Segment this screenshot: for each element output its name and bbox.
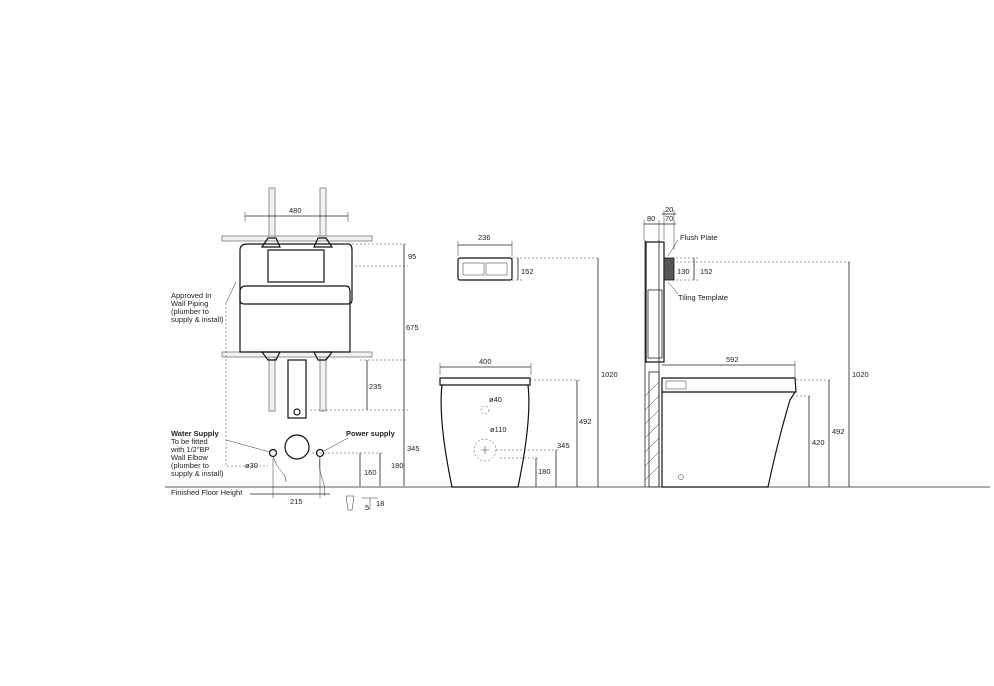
tiling-template-label: Tiling Template	[678, 293, 728, 302]
dim-180: 180	[391, 461, 404, 470]
piping-note-line-1: Approved In	[171, 291, 211, 300]
dim-215: 215	[290, 497, 303, 506]
dim-20: 20	[665, 205, 673, 214]
dim-95: 95	[408, 252, 416, 261]
dim-80: 80	[647, 214, 655, 223]
dim-width-480: 480	[289, 206, 302, 215]
dim-pan-width: 400	[479, 357, 492, 366]
water-note-line-2: with 1/2"BP	[170, 445, 210, 454]
dim-plate-width: 236	[478, 233, 491, 242]
dim-5: 5	[365, 503, 369, 512]
dim-420: 420	[812, 438, 825, 447]
water-supply-title: Water Supply	[171, 429, 219, 438]
dim-235: 235	[369, 382, 382, 391]
cistern-front-view: 480 95 675 235 345 180 160 215 18 5 ø30 …	[165, 187, 990, 512]
dim-345-front: 345	[557, 441, 570, 450]
dim-180-front: 180	[538, 467, 551, 476]
dim-492-side: 492	[832, 427, 845, 436]
side-view: 20 80 70 130 152 592 420 492 1020 Flush …	[643, 205, 869, 488]
water-note-line-5: supply & install)	[171, 469, 224, 478]
dim-492-front: 492	[579, 417, 592, 426]
flush-plate-label: Flush Plate	[680, 233, 718, 242]
water-note-line-1: To be fitted	[171, 437, 208, 446]
dim-plate-height: 152	[521, 267, 534, 276]
piping-note-line-3: (plumber to	[171, 307, 209, 316]
dim-dia30: ø30	[245, 461, 258, 470]
dim-dia110: ø110	[490, 425, 507, 434]
dim-345: 345	[407, 444, 420, 453]
finished-floor-label: Finished Floor Height	[171, 488, 243, 497]
dim-160: 160	[364, 468, 377, 477]
piping-note-line-4: supply & install)	[171, 315, 224, 324]
dim-152-side: 152	[700, 267, 713, 276]
pan-front-view: 236 152 400 ø40 ø110 1020 492 345 180	[439, 233, 618, 488]
dim-1020-side: 1020	[852, 370, 869, 379]
dim-1020-front: 1020	[601, 370, 618, 379]
power-supply-label: Power supply	[346, 429, 396, 438]
dim-130: 130	[677, 267, 690, 276]
water-note-line-4: (plumber to	[171, 461, 209, 470]
water-note-line-3: Wall Elbow	[171, 453, 208, 462]
dim-592: 592	[726, 355, 739, 364]
dim-70: 70	[665, 214, 673, 223]
dim-dia40: ø40	[489, 395, 502, 404]
dim-675: 675	[406, 323, 419, 332]
piping-note-line-2: Wall Piping	[171, 299, 208, 308]
dim-18: 18	[376, 499, 384, 508]
